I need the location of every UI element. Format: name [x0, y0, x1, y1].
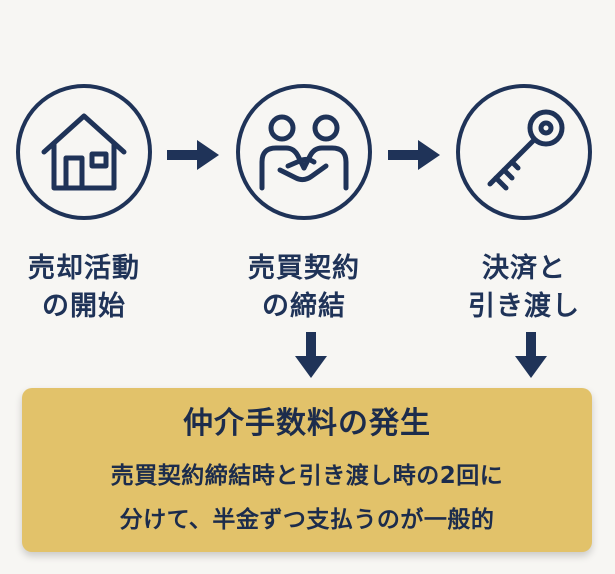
step-label-line: の開始: [42, 291, 126, 322]
arrow-down-icon: [295, 332, 327, 378]
arrow-right-icon: [167, 140, 219, 170]
panel-description-line: 分けて、半金ずつ支払うのが一般的: [119, 507, 495, 533]
step-circle-settlement: [456, 84, 592, 220]
step-circle-contract: [236, 84, 372, 220]
step-circle-sale-start: [16, 84, 152, 220]
step-label-contract: 売買契約 の締結: [229, 250, 379, 326]
handshake-icon: [259, 114, 349, 191]
step-label-line: 売却活動: [28, 253, 140, 284]
step-label-line: 引き渡し: [468, 291, 580, 322]
key-icon: [487, 109, 565, 191]
fee-summary-panel: 仲介手数料の発生 売買契約締結時と引き渡し時の2回に 分けて、半金ずつ支払うのが…: [22, 388, 592, 552]
arrow-down-icon: [515, 332, 547, 378]
panel-description-line: 売買契約締結時と引き渡し時の2回に: [110, 463, 504, 489]
step-label-sale-start: 売却活動 の開始: [9, 250, 159, 326]
step-label-settlement: 決済と 引き渡し: [449, 250, 599, 326]
step-label-line: の締結: [262, 291, 346, 322]
arrow-right-icon: [388, 140, 440, 170]
step-label-line: 売買契約: [248, 253, 360, 284]
house-icon: [41, 113, 127, 191]
step-label-line: 決済と: [482, 253, 566, 284]
panel-title: 仲介手数料の発生: [183, 406, 431, 441]
